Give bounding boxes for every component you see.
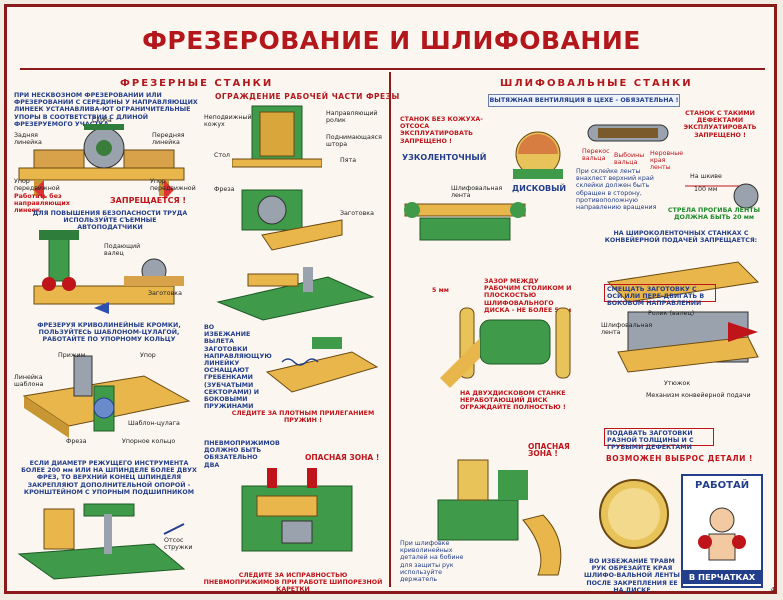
- right-note-3: При склейке ленты внахлест верхний край …: [576, 168, 657, 212]
- belt-defects-illustration: [587, 124, 669, 142]
- right-note-12: При шлифовке криволинейных деталей на бо…: [400, 540, 464, 584]
- gloves-badge: РАБОТАЙ В ПЕРЧАТКАХ: [681, 474, 763, 588]
- right-note-5: ЗАЗОР МЕЖДУ РАБОЧИМ СТОЛИКОМ И ПЛОСКОСТЬ…: [484, 278, 572, 314]
- center-note-2: СЛЕДИТЕ ЗА ПЛОТНЫМ ПРИЛЕГАНИЕМ ПРУЖИН !: [231, 410, 375, 425]
- right-note-9: ПОДАВАТЬ ЗАГОТОВКИ РАЗНОЙ ТОЛЩИНЫ И С ГР…: [607, 430, 694, 452]
- label-table: Стол: [214, 152, 230, 159]
- label-cutter-2: Фреза: [214, 186, 235, 193]
- center-note-1: ВО ИЗБЕЖАНИЕ ВЫЛЕТА ЗАГОТОВКИ НАПРАВЛЯЮЩ…: [204, 324, 272, 411]
- title-divider: [20, 68, 765, 70]
- cutter-guard-illustration: [232, 105, 322, 168]
- label-roller-skew: Перекос вальца: [582, 148, 610, 163]
- center-note-5: СЛЕДИТЕ ЗА ИСПРАВНОСТЬЮ ПНЕВМОПРИЖИМОВ П…: [203, 572, 383, 594]
- label-front-guide: Передняя линейка: [152, 132, 185, 147]
- label-stop-right: Упор передвижной: [150, 178, 196, 193]
- label-on-pulley: На шкиве: [690, 173, 722, 180]
- boxer-illustration: [698, 507, 746, 561]
- center-note-4: ОПАСНАЯ ЗОНА !: [305, 453, 380, 462]
- label-5mm: 5 мм: [432, 287, 449, 294]
- label-rear-guide: Задняя линейка: [14, 132, 42, 147]
- autofeeder-illustration: [33, 230, 184, 314]
- left-heading: ФРЕЗЕРНЫЕ СТАНКИ: [120, 78, 274, 89]
- wide-belt-illustration: [606, 261, 760, 373]
- right-note-1: СТАНОК БЕЗ КОЖУХА-ОТСОСА ЭКСПЛУАТИРОВАТЬ…: [400, 116, 483, 145]
- label-sanding-belt-1: Шлифовальная лента: [451, 185, 503, 200]
- right-note-8: СМЕЩАТЬ ЗАГОТОВКУ С ОСИ ИЛИ ПЕРЕ-ДВИГАТЬ…: [607, 286, 705, 308]
- label-no-guides: Работать без направляющих линеек: [14, 193, 70, 215]
- label-workpiece-1: Заготовка: [148, 290, 182, 297]
- cutter-workpiece-illustration: [241, 189, 343, 251]
- ventilation-box: ВЫТЯЖНАЯ ВЕНТИЛЯЦИЯ В ЦЕХЕ - ОБЯЗАТЕЛЬНА…: [488, 94, 680, 107]
- label-pressure-shoe: Утюжок: [664, 380, 691, 387]
- left-note-3: ФРЕЗЕРУЯ КРИВОЛИНЕЙНЫЕ КРОМКИ, ПОЛЬЗУЙТЕ…: [37, 322, 181, 344]
- label-stop: Упор: [140, 352, 156, 359]
- right-heading: ШЛИФОВАЛЬНЫЕ СТАНКИ: [500, 78, 693, 89]
- label-stop-ring: Упорное кольцо: [122, 438, 176, 445]
- right-note-7: НА ШИРОКОЛЕНТОЧНЫХ СТАНКАХ С КОНВЕЙЕРНОЙ…: [604, 230, 758, 245]
- milling-guides-illustration: [18, 124, 185, 200]
- belt-sag-illustration: [685, 183, 759, 209]
- label-narrow-belt: УЗКОЛЕНТОЧНЫЙ: [402, 153, 487, 162]
- label-stop-left: Упор передвижной: [14, 178, 60, 193]
- springs-illustration: [265, 337, 379, 393]
- disc-sander-illustration: [513, 131, 563, 179]
- spindle-support-illustration: [17, 503, 186, 580]
- disc-sandpaper-illustration: [599, 479, 669, 549]
- template-jig-illustration: [22, 355, 191, 438]
- label-lifting-shutter: Поднимающаяся штора: [326, 134, 382, 149]
- label-uneven-edges: Неровные края ленты: [650, 150, 684, 172]
- label-feed-roller: Подающий валец: [104, 243, 141, 258]
- right-note-11: ОПАСНАЯ ЗОНА !: [528, 442, 570, 459]
- right-note-4: СТРЕЛА ПРОГИБА ЛЕНТЫ ДОЛЖНА БЫТЬ 20 мм: [667, 207, 761, 222]
- left-note-1: ПРИ НЕСКВОЗНОМ ФРЕЗЕРОВАНИИ ИЛИ ФРЕЗЕРОВ…: [14, 92, 198, 128]
- label-chip-extraction: Отсос стружки: [164, 537, 193, 552]
- thickness-warning-box: ПОДАВАТЬ ЗАГОТОВКИ РАЗНОЙ ТОЛЩИНЫ И С ГР…: [604, 428, 714, 451]
- center-note-3: ПНЕВМОПРИЖИМОВ ДОЛЖНО БЫТЬ ОБЯЗАТЕЛЬНО Д…: [204, 440, 280, 469]
- label-fixed-cover: Неподвижный кожух: [204, 114, 252, 129]
- label-forbidden: ЗАПРЕЩАЕТСЯ !: [110, 196, 187, 205]
- badge-bottom-text: В ПЕРЧАТКАХ: [683, 570, 761, 584]
- side-shift-warning-box: СМЕЩАТЬ ЗАГОТОВКУ С ОСИ ИЛИ ПЕРЕ-ДВИГАТЬ…: [604, 284, 716, 307]
- ventilation-note: ВЫТЯЖНАЯ ВЕНТИЛЯЦИЯ В ЦЕХЕ - ОБЯЗАТЕЛЬНА…: [489, 97, 679, 104]
- label-cutter-1: Фреза: [66, 438, 87, 445]
- center-heading: ОГРАЖДЕНИЕ РАБОЧЕЙ ЧАСТИ ФРЕЗЫ: [215, 92, 400, 101]
- right-note-13: ВО ИЗБЕЖАНИЕ ТРАВМ РУК ОБРЕЗАЙТЕ КРАЯ ШЛ…: [584, 558, 680, 594]
- tenoner-illustration: [241, 468, 353, 552]
- label-template-jig: Шаблон-цулага: [128, 420, 180, 427]
- poster-title: ФРЕЗЕРОВАНИЕ И ШЛИФОВАНИЕ: [142, 26, 641, 55]
- double-disc-illustration: [440, 307, 571, 388]
- column-divider: [389, 72, 391, 587]
- left-note-2: ДЛЯ ПОВЫШЕНИЯ БЕЗОПАСНОСТИ ТРУДА ИСПОЛЬЗ…: [32, 210, 188, 232]
- label-conveyor-mechanism: Механизм конвейерной подачи: [646, 392, 751, 399]
- label-roller-dents: Выбоины вальца: [614, 152, 645, 167]
- label-clamp: Прижим: [58, 352, 86, 359]
- label-workpiece-2: Заготовка: [340, 210, 374, 217]
- label-roller: Ролик (валец): [648, 310, 695, 317]
- label-template-guide: Линейка шаблона: [14, 374, 44, 389]
- spindle-sander-illustration: [437, 459, 562, 576]
- label-disc: ДИСКОВЫЙ: [512, 184, 567, 193]
- badge-top-text: РАБОТАЙ: [694, 480, 750, 491]
- label-100mm: 100 мм: [694, 186, 718, 193]
- belt-sander-illustration: [404, 202, 526, 241]
- page-number: 4: [770, 586, 775, 594]
- label-bracket: Скоба: [92, 117, 112, 124]
- right-note-6: НА ДВУХДИСКОВОМ СТАНКЕ НЕРАБОТАЮЩИЙ ДИСК…: [460, 390, 566, 412]
- label-heel: Пята: [340, 157, 357, 164]
- comb-guide-illustration: [216, 267, 375, 321]
- label-guide-roller: Направляющий ролик: [326, 110, 378, 125]
- right-note-2: СТАНОК С ТАКИМИ ДЕФЕКТАМИ ЭКСПЛУАТИРОВАТ…: [683, 110, 757, 139]
- left-note-4: ЕСЛИ ДИАМЕТР РЕЖУЩЕГО ИНСТРУМЕНТА БОЛЕЕ …: [21, 460, 197, 496]
- label-sanding-belt-2: Шлифовальная лента: [601, 322, 653, 337]
- right-note-10: ВОЗМОЖЕН ВЫБРОС ДЕТАЛИ !: [606, 454, 753, 463]
